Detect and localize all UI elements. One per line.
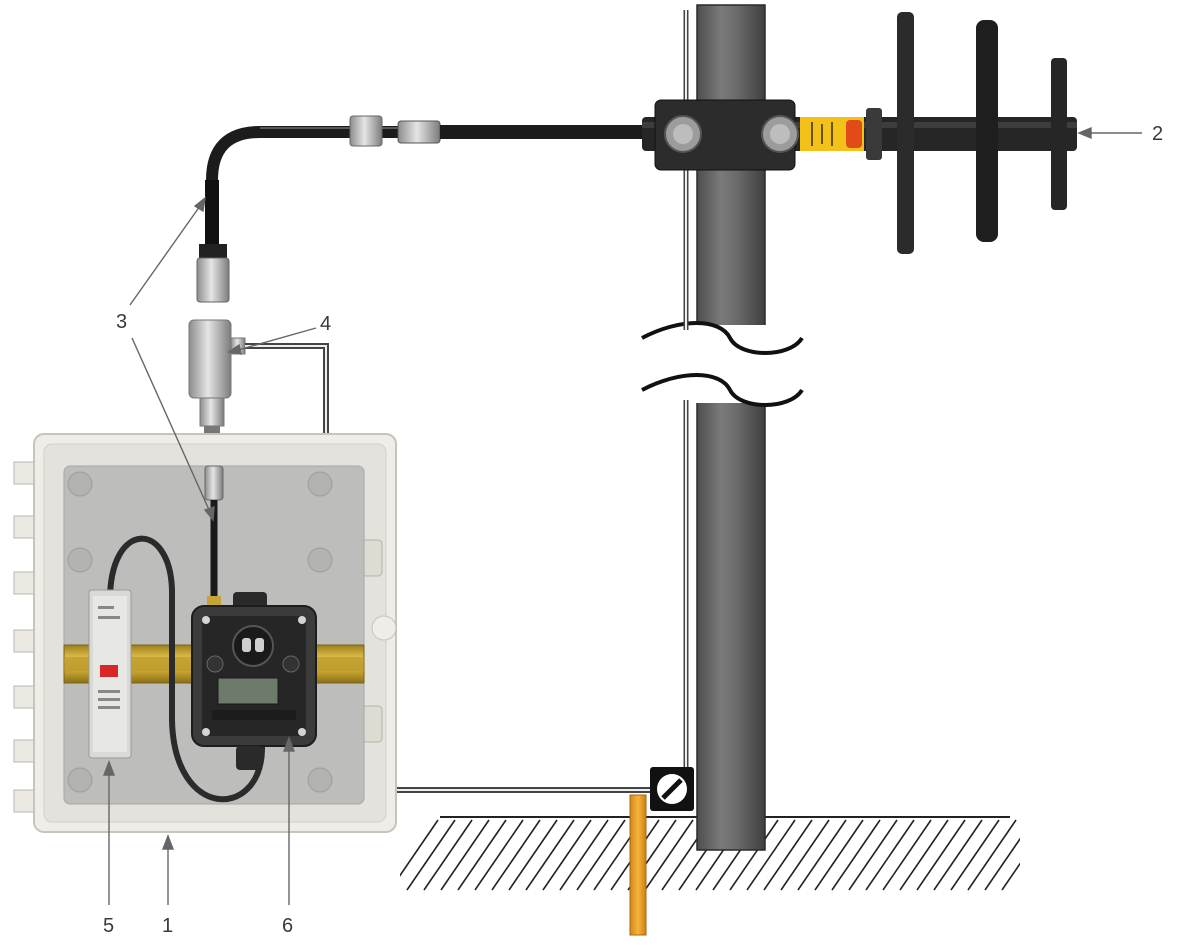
callout-1: 1	[162, 915, 174, 937]
callout-6: 6	[282, 915, 294, 937]
ground-surface	[400, 816, 1020, 891]
callout-3: 3	[116, 311, 128, 333]
callout-leaders	[102, 126, 1142, 905]
ground-rod	[629, 794, 647, 936]
callout-4: 4	[320, 313, 332, 335]
surge-suppressor	[188, 319, 246, 434]
antenna-cable	[196, 115, 642, 303]
power-supply	[88, 589, 132, 759]
callout-5: 5	[103, 915, 115, 937]
internal-antenna-cable	[204, 465, 224, 608]
callout-2: 2	[1152, 123, 1164, 145]
wireless-gateway	[191, 592, 317, 770]
yagi-antenna	[642, 12, 1077, 254]
power-cable	[107, 535, 265, 803]
ground-clamp-right	[650, 767, 694, 811]
